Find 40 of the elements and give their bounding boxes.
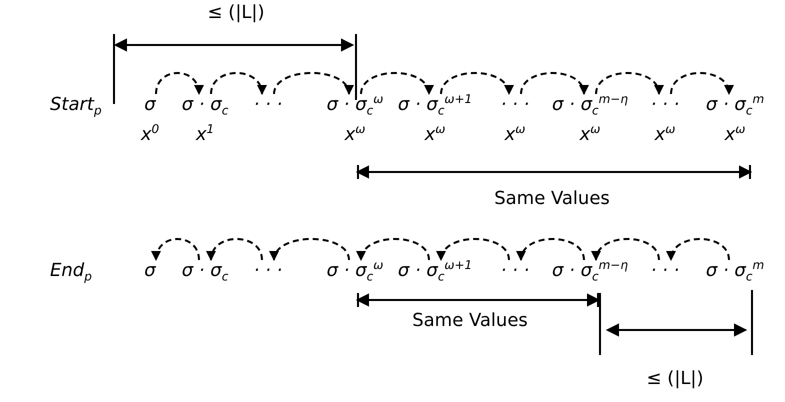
variable-label: x$^{ω}$ (724, 124, 746, 146)
dashed-arrow (595, 72, 662, 95)
variable-label: x$^{0}$ (140, 124, 160, 146)
row-label: Start$_{p}$ (50, 94, 102, 116)
dashed-arrow (592, 238, 660, 261)
dashed-arrow (152, 238, 200, 261)
sequence-term: · · · (500, 260, 530, 282)
sequence-term: · · · (500, 94, 530, 116)
variable-label: x$^{ω}$ (424, 124, 446, 146)
sequence-term: · · · (650, 260, 680, 282)
dashed-arrow (273, 72, 352, 95)
dimension-label: ≤ (|L|) (646, 368, 704, 389)
variable-label: x$^{ω}$ (580, 124, 600, 146)
row-label: End$_{p}$ (50, 260, 92, 282)
variable-label: x$^{ω}$ (504, 124, 526, 146)
dashed-arrow (360, 72, 432, 95)
variable-label: x$^{1}$ (196, 124, 214, 146)
dashed-arrow (271, 238, 350, 261)
dashed-arrow (518, 238, 585, 261)
sequence-term: · · · (254, 94, 282, 116)
sequence-term: σ (144, 94, 156, 116)
dashed-arrow (155, 72, 203, 95)
dashed-arrow (520, 72, 588, 95)
dashed-arrow (670, 72, 732, 95)
dashed-arrow (668, 238, 730, 261)
sequence-term: · · · (650, 94, 680, 116)
sequence-term: · · · (254, 260, 282, 282)
dimension-label: Same Values (412, 310, 528, 331)
dashed-arrow (358, 238, 430, 261)
dashed-arrow (210, 72, 266, 95)
dashed-arrow (207, 238, 263, 261)
dimension-label: Same Values (494, 188, 610, 209)
sequence-term: σ · σ$_{c}$ (182, 260, 228, 282)
variable-label: x$^{ω}$ (344, 124, 366, 146)
dimension-label: ≤ (|L|) (208, 2, 264, 23)
sequence-term: σ (144, 260, 156, 282)
dashed-arrow (440, 72, 512, 95)
sequence-term: σ · σ$_{c}$ (182, 94, 228, 116)
variable-label: x$^{ω}$ (654, 124, 676, 146)
dashed-arrow (438, 238, 510, 261)
